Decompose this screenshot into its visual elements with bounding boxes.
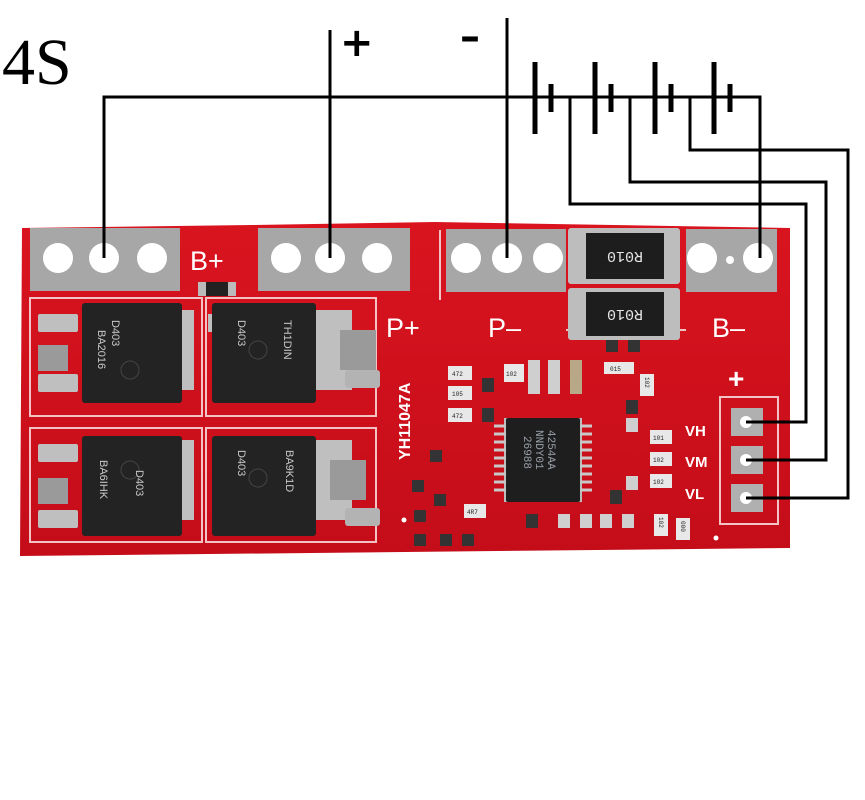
mosfet-lot: BA9K1D — [283, 450, 295, 492]
solder-pads — [43, 243, 773, 273]
b-minus-label: B– — [712, 313, 745, 343]
output-plus-label: + — [340, 20, 374, 66]
ic-line-3: 26988 — [520, 436, 532, 469]
smd-label: 102 — [653, 457, 664, 464]
battery-cells — [532, 62, 733, 134]
config-title: 4S — [2, 26, 72, 99]
mosfet-body — [82, 436, 182, 536]
smd-label: 102 — [657, 517, 664, 528]
mosfet-lot: TH1DIN — [281, 320, 293, 360]
vh-balance-wire — [568, 97, 808, 424]
shunt-resistor-2: R010 — [568, 288, 680, 340]
vm-balance-wire — [628, 97, 828, 462]
pad-hole — [271, 243, 301, 273]
pad-hole — [687, 243, 717, 273]
vm-label: VM — [685, 454, 708, 471]
battery-cell-1 — [532, 62, 554, 134]
shunt-value: R010 — [607, 305, 643, 322]
mosfet-body — [82, 303, 182, 403]
mosfet-body — [212, 436, 316, 536]
mosfet-q2: D403 TH1DIN — [208, 303, 380, 403]
battery-cell-4 — [711, 62, 733, 134]
mosfet-code: D403 — [133, 470, 145, 496]
mosfet-body — [212, 303, 316, 403]
battery-cell-3 — [652, 62, 674, 134]
pad-hole — [451, 243, 481, 273]
mosfet-q1: D403 BA2016 — [38, 303, 194, 403]
mosfet-q3: D403 BA6IHK — [38, 436, 194, 536]
smd-label: 102 — [653, 479, 664, 486]
pad-hole — [43, 243, 73, 273]
mosfet-lot: BA6IHK — [97, 460, 109, 500]
output-minus-label: – — [460, 14, 480, 60]
p-plus-label: P+ — [386, 313, 420, 343]
pad-hole — [362, 243, 392, 273]
p-minus-label: P– — [488, 313, 521, 343]
pad-hole — [137, 243, 167, 273]
b-plus-label: B+ — [190, 246, 224, 276]
mosfet-q4: D403 BA9K1D — [212, 436, 380, 536]
smd-label: 101 — [653, 435, 664, 442]
silkscreen-outlines — [29, 230, 779, 543]
pcb-board: B+ P+ P– B– D403 BA2016 — [20, 222, 790, 556]
wiring — [102, 18, 850, 500]
ic-body — [506, 418, 580, 502]
smd-label: 105 — [452, 391, 463, 398]
balance-plus-mark: + — [728, 363, 744, 394]
smd-label: 102 — [506, 371, 517, 378]
smd-label: 1R5 — [208, 287, 219, 294]
smd-parts: 1R5 472 105 472 102 015 102 101 102 102 … — [198, 282, 719, 546]
pad-hole — [726, 256, 734, 264]
mosfet-code: D403 — [235, 450, 247, 476]
protection-ic: 4254AA NNDY01 26988 — [494, 418, 592, 502]
smd-label: 015 — [610, 366, 621, 373]
board-id: YH11047A — [397, 382, 414, 460]
battery-cell-2 — [592, 62, 614, 134]
smd-label: 472 — [452, 371, 463, 378]
mosfet-code: D403 — [109, 320, 121, 346]
vh-label: VH — [685, 423, 706, 440]
mosfet-lot: BA2016 — [95, 330, 107, 369]
vl-balance-wire — [688, 97, 850, 500]
smd-label: 4R7 — [467, 509, 478, 516]
ic-line-1: 4254AA — [544, 430, 556, 470]
shunt-resistor-1: R010 — [568, 228, 680, 284]
shunt-value: R010 — [607, 247, 643, 264]
ic-line-2: NNDY01 — [532, 430, 544, 470]
smd-label: 000 — [679, 521, 686, 532]
mosfet-code: D403 — [235, 320, 247, 346]
pad-hole — [743, 243, 773, 273]
b-plus-to-b-minus-wire — [102, 95, 762, 258]
vl-label: VL — [685, 486, 704, 503]
smd-label: 472 — [452, 413, 463, 420]
smd-label: 102 — [643, 377, 650, 388]
pad-hole — [533, 243, 563, 273]
